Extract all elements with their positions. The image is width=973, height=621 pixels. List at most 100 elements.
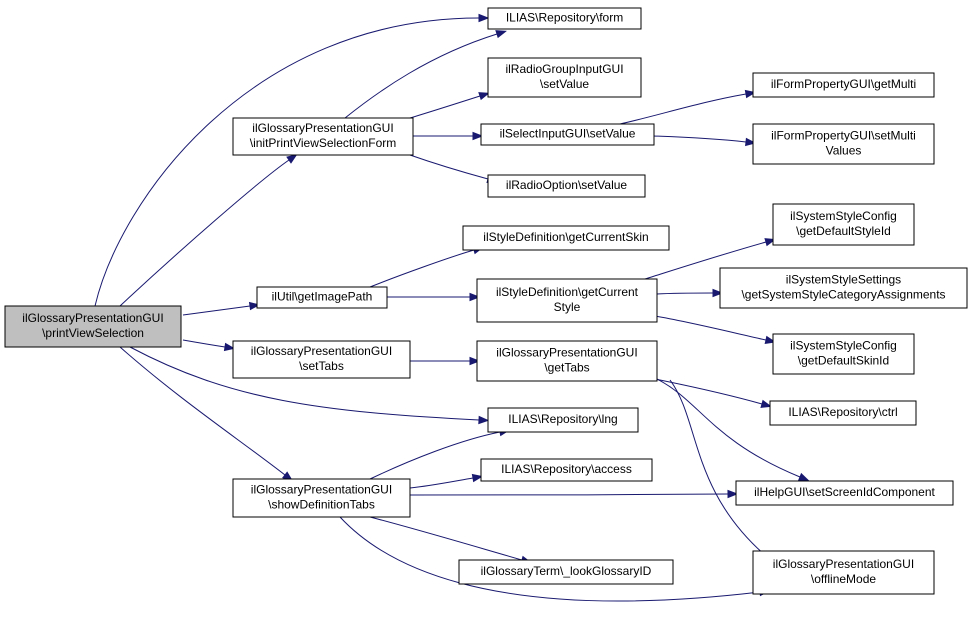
node-box [752, 123, 935, 165]
node-repoAccess[interactable]: ILIAS\Repository\access [480, 458, 653, 482]
arrowhead-icon [495, 30, 507, 39]
node-label: ilStyleDefinition\getCurrent [496, 285, 639, 299]
arrowhead-icon [764, 335, 777, 345]
node-box [735, 480, 954, 506]
arrowhead-icon [478, 415, 490, 425]
edge-line [369, 516, 523, 561]
node-label: ilGlossaryPresentationGUI [251, 344, 392, 358]
node-box [752, 72, 935, 98]
node-setTabs[interactable]: ilGlossaryPresentationGUI\setTabs [232, 340, 411, 379]
node-repoCtrl[interactable]: ILIAS\Repository\ctrl [769, 400, 917, 426]
edge-showDefTabs-to-lookGlossary [369, 516, 532, 564]
node-printView[interactable]: ilGlossaryPresentationGUI\printViewSelec… [4, 305, 182, 348]
node-label: ilSystemStyleConfig [790, 339, 897, 353]
node-label: ilGlossaryTerm\_lookGlossaryID [481, 564, 652, 578]
node-selectInput[interactable]: ilSelectInputGUI\setValue [480, 123, 655, 146]
node-label: ILIAS\Repository\lng [508, 412, 617, 426]
edge-line [119, 159, 290, 307]
arrowhead-icon [478, 92, 490, 101]
node-label: ilSystemStyleSettings [786, 273, 901, 287]
node-box [487, 407, 639, 433]
edge-line [409, 154, 489, 180]
arrowhead-icon [469, 292, 481, 302]
node-label: Style [554, 300, 581, 314]
edge-getImagePath-to-getCurrentSkin [369, 246, 484, 288]
node-box [232, 478, 411, 518]
edge-line [119, 346, 286, 476]
arrowhead-icon [469, 356, 481, 366]
node-repoForm[interactable]: ILIAS\Repository\form [487, 7, 642, 30]
node-box [480, 123, 655, 146]
node-defSkinId[interactable]: ilSystemStyleConfig\getDefaultSkinId [772, 333, 915, 375]
arrowhead-icon [223, 342, 236, 352]
node-label: \getTabs [544, 361, 589, 375]
edge-showDefTabs-to-offlineMode [339, 516, 771, 602]
edge-line [653, 135, 747, 143]
edge-initPrint-to-radioGroup [409, 92, 490, 119]
node-label: \initPrintViewSelectionForm [250, 136, 397, 150]
node-label: ilRadioGroupInputGUI [505, 62, 623, 76]
edge-line [654, 315, 767, 341]
edge-initPrint-to-repoForm [344, 30, 507, 119]
edge-line [656, 292, 714, 295]
node-defStyleId[interactable]: ilSystemStyleConfig\getDefaultStyleId [772, 203, 915, 246]
arrowhead-icon [712, 288, 724, 298]
node-label: \getDefaultSkinId [798, 354, 889, 368]
edge-setTabs-to-getTabs [410, 356, 481, 366]
edge-getImagePath-to-getCurrentStyle [387, 292, 481, 302]
node-box [487, 174, 646, 198]
node-offlineMode[interactable]: ilGlossaryPresentationGUI\offlineMode [752, 550, 935, 595]
edge-printView-to-initPrint [119, 154, 298, 307]
arrowhead-icon [478, 13, 490, 23]
node-catAssign[interactable]: ilSystemStyleSettings\getSystemStyleCate… [719, 267, 968, 309]
edge-line [182, 305, 251, 316]
node-label: ilFormPropertyGUI\setMulti [771, 129, 916, 143]
node-label: ilGlossaryPresentationGUI [22, 311, 163, 325]
edge-line [644, 241, 767, 280]
node-box [487, 7, 642, 30]
node-box [752, 550, 935, 595]
edge-printView-to-repoForm [94, 13, 490, 307]
edge-line [94, 17, 480, 307]
node-label: \printViewSelection [42, 326, 144, 340]
node-helpScreen[interactable]: ilHelpGUI\setScreenIdComponent [735, 480, 954, 506]
node-getCurrentSkin[interactable]: ilStyleDefinition\getCurrentSkin [462, 225, 670, 251]
node-label: ilFormPropertyGUI\getMulti [771, 77, 916, 91]
node-initPrint[interactable]: ilGlossaryPresentationGUI\initPrintViewS… [232, 117, 414, 156]
node-label: \showDefinitionTabs [268, 498, 375, 512]
node-radioOption[interactable]: ilRadioOption\setValue [487, 174, 646, 198]
edge-line [409, 493, 729, 496]
edge-getTabs-to-helpScreen [654, 377, 810, 481]
node-getImagePath[interactable]: ilUtil\getImagePath [256, 286, 388, 309]
node-radioGroup[interactable]: ilRadioGroupInputGUI\setValue [487, 57, 642, 98]
edge-line [669, 379, 767, 557]
node-box [476, 278, 658, 323]
arrowhead-icon [797, 472, 810, 481]
node-box [480, 458, 653, 482]
edge-printView-to-repoLng [129, 346, 490, 425]
edge-line [409, 477, 474, 489]
node-label: Values [826, 144, 862, 158]
node-label: \setValue [540, 77, 589, 91]
arrowhead-icon [745, 137, 757, 147]
node-getTabs[interactable]: ilGlossaryPresentationGUI\getTabs [476, 340, 658, 382]
node-label: \offlineMode [811, 572, 876, 586]
node-lookGlossary[interactable]: ilGlossaryTerm\_lookGlossaryID [458, 559, 674, 585]
arrowhead-icon [764, 238, 776, 247]
arrowhead-icon [471, 473, 484, 483]
node-repoLng[interactable]: ILIAS\Repository\lng [487, 407, 639, 433]
node-getMulti[interactable]: ilFormPropertyGUI\getMulti [752, 72, 935, 98]
edge-showDefTabs-to-repoAccess [409, 473, 484, 489]
edge-line [409, 95, 481, 119]
edge-line [129, 346, 480, 421]
edge-line [182, 339, 226, 348]
arrowhead-icon [760, 399, 772, 408]
edge-getCurrentStyle-to-catAssign [656, 288, 724, 298]
node-showDefTabs[interactable]: ilGlossaryPresentationGUI\showDefinition… [232, 478, 411, 518]
node-label: \getSystemStyleCategoryAssignments [741, 288, 945, 302]
edge-getTabs-to-offlineMode [669, 379, 774, 563]
edge-getCurrentStyle-to-defSkinId [654, 315, 777, 345]
node-box [458, 559, 674, 585]
